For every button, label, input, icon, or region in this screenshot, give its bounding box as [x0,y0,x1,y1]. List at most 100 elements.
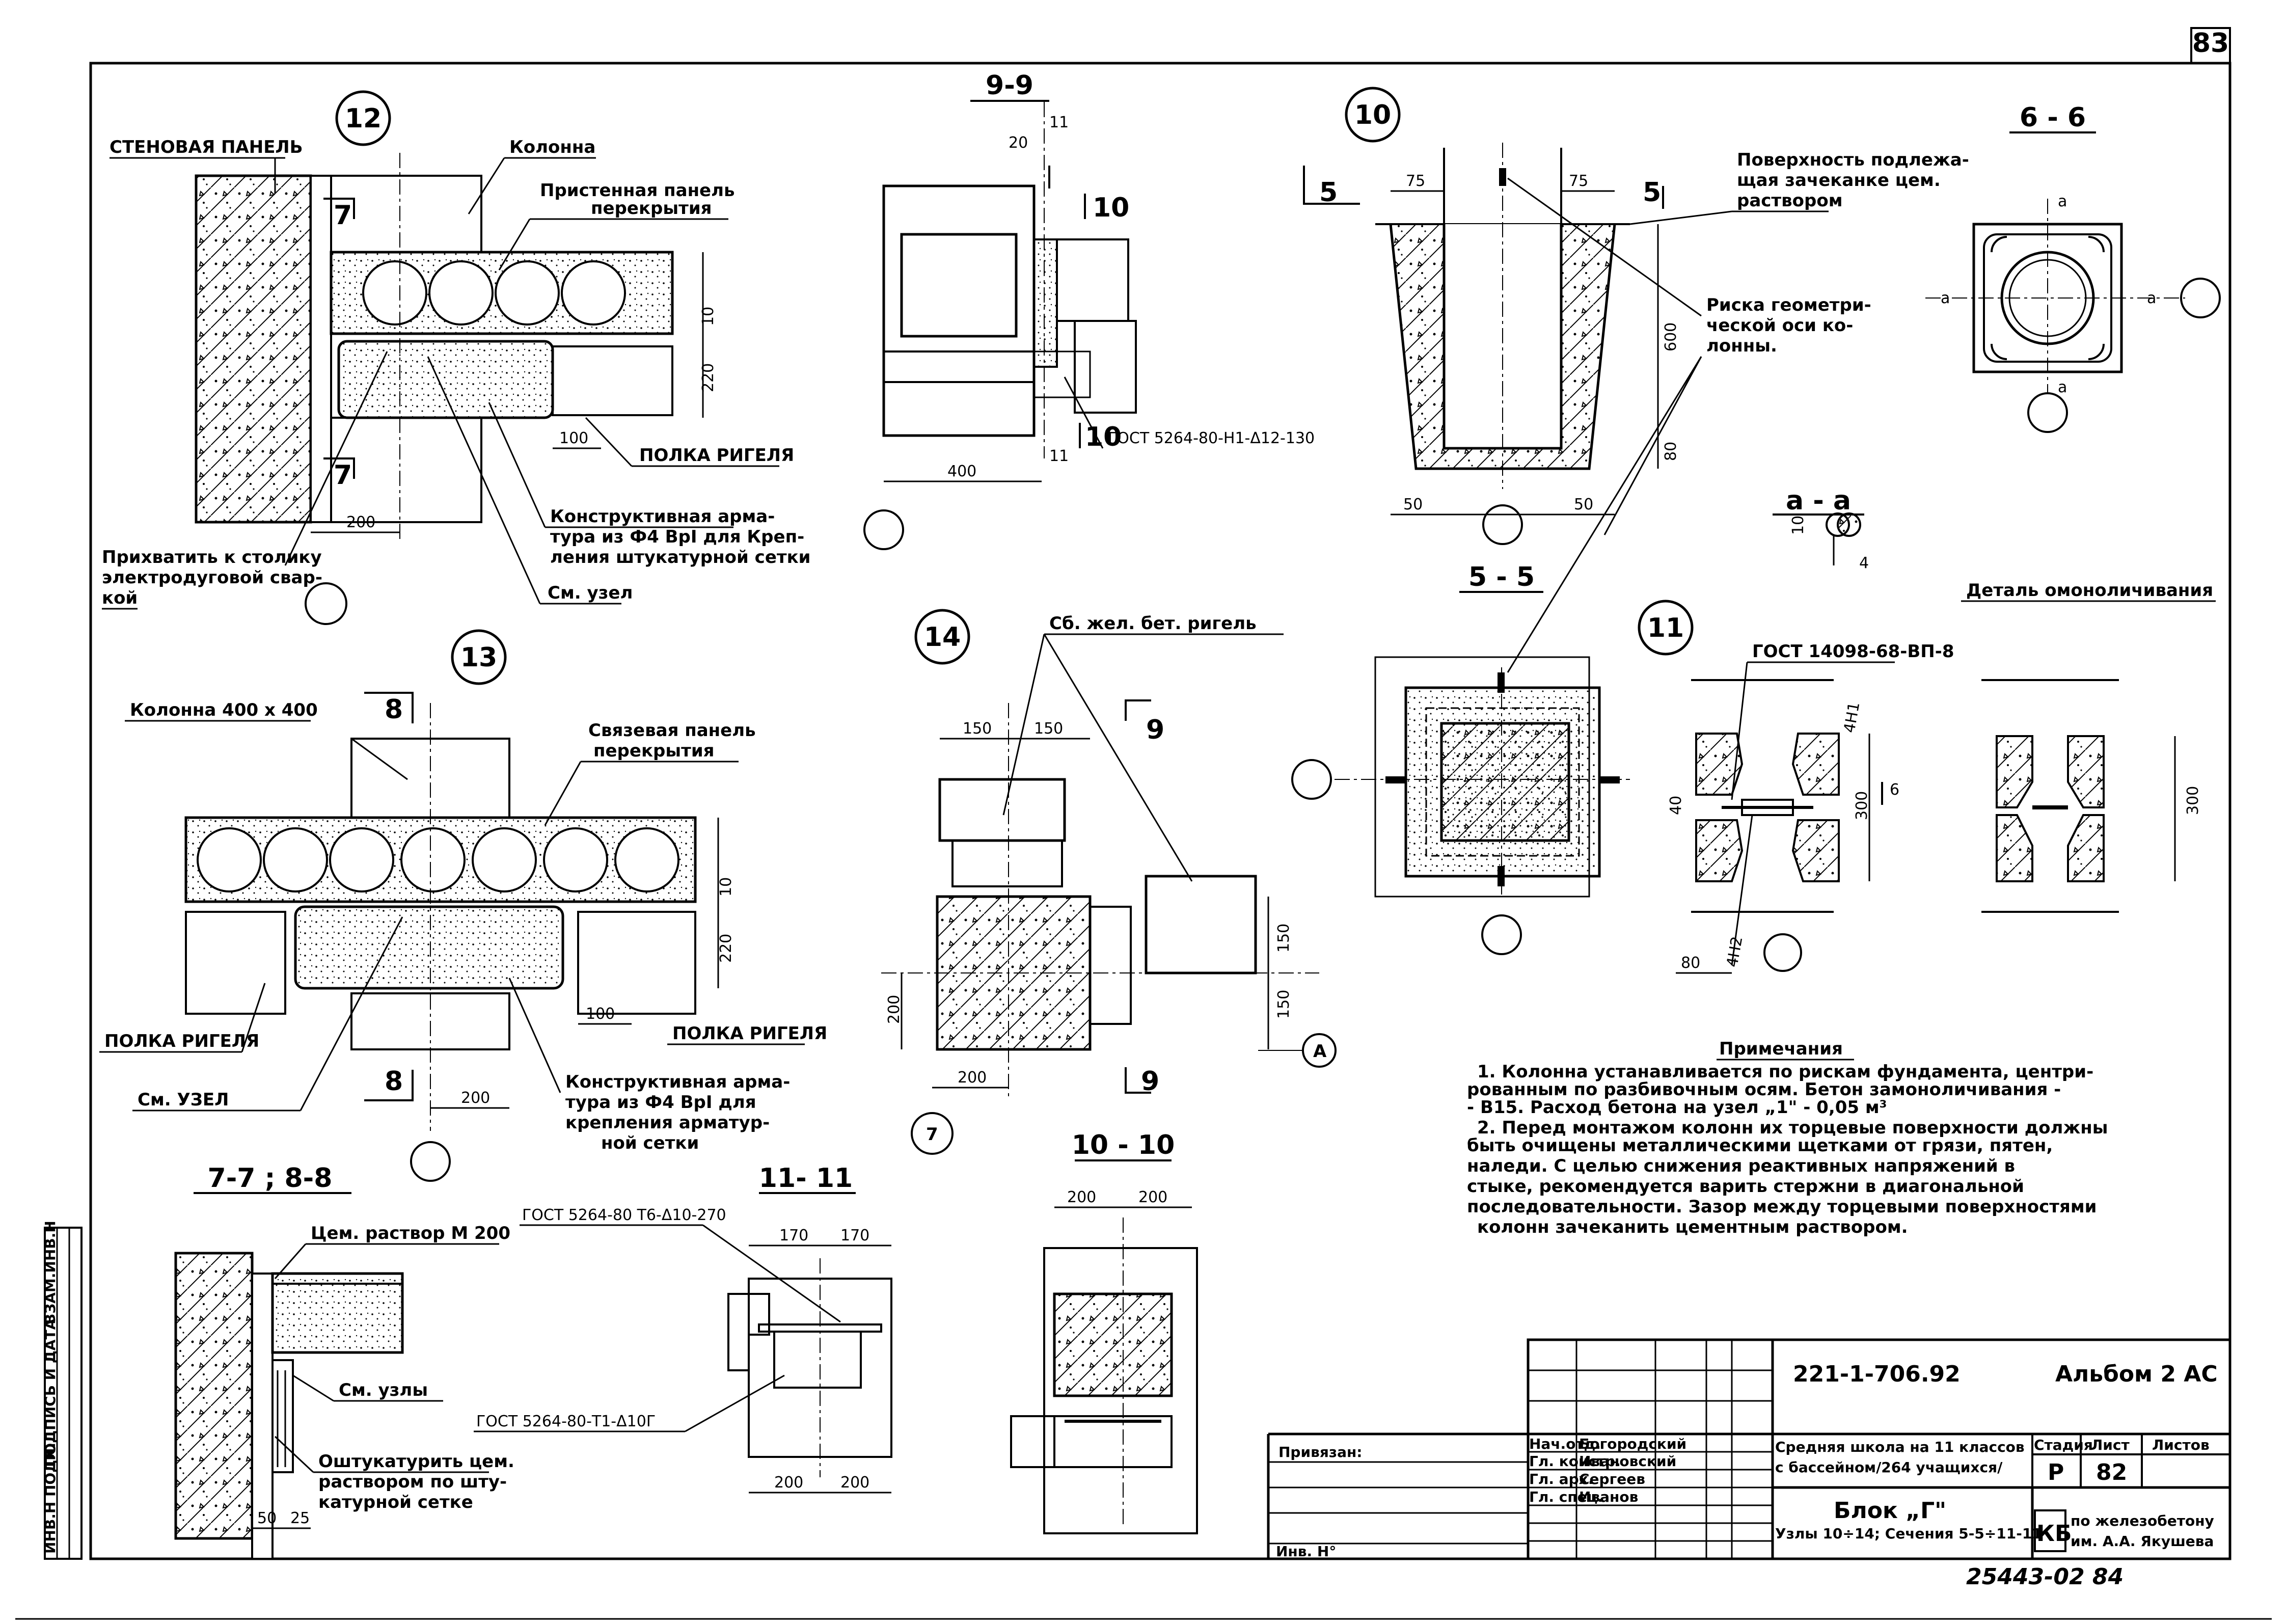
svg-text:а - а: а - а [1786,485,1851,516]
corner-number: 83 [2192,28,2229,59]
section-9-9: 9-9 20 11 10 10 ГОСТ 5264-80-Н1-Δ12-130 … [863,70,1315,550]
svg-text:раствором: раствором [1737,191,1843,211]
svg-text:5: 5 [1319,177,1338,208]
svg-text:7-7 ; 8-8: 7-7 ; 8-8 [208,1163,333,1194]
corner-box [2190,27,2231,64]
svg-text:тура из Ф4 ВрI для Креп-: тура из Ф4 ВрI для Креп- [550,527,804,547]
svg-text:7: 7 [334,200,352,231]
svg-text:с бассейном/264 учащихся/: с бассейном/264 учащихся/ [1775,1459,2003,1476]
svg-text:220: 220 [717,934,735,963]
svg-text:рованным по разбивочным осям.: рованным по разбивочным осям. Бетон замо… [1467,1079,2061,1100]
svg-text:200: 200 [1138,1188,1167,1206]
svg-text:а: а [2058,193,2067,210]
node-12-marker [335,90,391,146]
svg-text:Сергеев: Сергеев [1579,1471,1645,1487]
wall-panel-label: СТЕНОВАЯ ПАНЕЛЬ [110,137,303,157]
svg-text:221-1-706.92: 221-1-706.92 [1793,1361,1961,1387]
svg-text:Конструктивная арма-: Конструктивная арма- [565,1072,790,1092]
svg-text:6 - 6: 6 - 6 [2020,102,2086,133]
svg-text:ГОСТ 5264-80-Т1-Δ10Г: ГОСТ 5264-80-Т1-Δ10Г [476,1413,656,1430]
svg-text:40: 40 [1667,796,1685,815]
svg-text:50: 50 [1574,496,1593,513]
svg-text:Колонна 400 х 400: Колонна 400 х 400 [130,700,318,720]
section-6-6: 6 - 6 а а а а [1925,102,2221,433]
svg-text:11: 11 [1049,447,1069,465]
svg-text:ВЗАМ.ИНВ.Н: ВЗАМ.ИНВ.Н [42,1221,59,1324]
svg-text:ГОСТ 5264-80-Н1-Δ12-130: ГОСТ 5264-80-Н1-Δ12-130 [1108,429,1315,447]
section-5-5: 5 - 5 [1291,562,1630,955]
svg-text:по железобетону: по железобетону [2071,1512,2214,1529]
svg-text:им. А.А. Якушева: им. А.А. Якушева [2071,1533,2214,1550]
svg-text:тура из Ф4 ВрI для: тура из Ф4 ВрI для [565,1092,756,1113]
svg-text:Альбом 2 АС: Альбом 2 АС [2055,1361,2218,1387]
section-7-7-8-8: 7-7 ; 8-8 Цем. раствор М 200 См. узлы Ош… [174,1163,514,1560]
svg-text:1. Колонна устанавливается по: 1. Колонна устанавливается по рискам фун… [1477,1062,2093,1082]
svg-text:См. УЗЕЛ: См. УЗЕЛ [138,1090,229,1110]
svg-text:200: 200 [1067,1188,1096,1206]
svg-text:4: 4 [1859,554,1869,572]
svg-text:14: 14 [924,622,961,653]
svg-text:12: 12 [345,103,382,134]
node-12: 12 7 7 СТЕНОВАЯ ПАНЕЛЬ Колонна Пристенна… [102,90,810,625]
svg-text:КБ: КБ [2036,1521,2072,1547]
svg-text:150: 150 [1275,924,1293,953]
svg-text:ПОЛКА РИГЕЛЯ: ПОЛКА РИГЕЛЯ [672,1023,827,1044]
svg-text:Риска геометри-: Риска геометри- [1706,295,1871,315]
svg-text:10: 10 [717,877,735,897]
svg-text:а: а [1941,289,1950,307]
svg-text:10: 10 [1789,516,1807,535]
svg-text:кой: кой [102,588,138,608]
svg-text:8: 8 [385,694,403,725]
svg-text:20: 20 [1009,134,1028,152]
svg-text:Богородский: Богородский [1579,1436,1686,1452]
notes-block: Примечания 1. Колонна устанавливается по… [1467,1039,2108,1237]
svg-text:170: 170 [779,1227,808,1244]
svg-text:200: 200 [774,1474,803,1492]
svg-text:200: 200 [346,513,375,531]
section-11-11: 11- 11 ГОСТ 5264-80 Т6-Δ10-270 170 170 Г… [474,1163,892,1494]
svg-text:200: 200 [958,1069,987,1087]
node-13: 13 Колонна 400 х 400 8 Связевая панель п… [99,629,827,1182]
svg-text:220: 220 [699,363,717,392]
svg-text:а: а [2147,289,2156,307]
svg-text:Деталь омоноличивания: Деталь омоноличивания [1966,580,2213,601]
svg-text:Оштукатурить цем.: Оштукатурить цем. [318,1451,514,1472]
svg-text:300: 300 [1853,791,1871,820]
detail-omonolichivaniya: Деталь омоноличивания 300 [1961,580,2216,913]
svg-text:ческой оси ко-: ческой оси ко- [1706,315,1853,336]
svg-text:9-9: 9-9 [986,70,1033,101]
svg-text:50: 50 [1403,496,1423,513]
svg-text:- В15. Расход бетона на узе: - В15. Расход бетона на узел „1" - 0,05 … [1467,1097,1887,1118]
svg-text:наледи. С целью снижения реа: наледи. С целью снижения реактивных напр… [1467,1156,2015,1176]
section-a-a: а - а 10 4 [1773,485,1869,572]
svg-text:крепления арматур-: крепления арматур- [565,1113,770,1133]
svg-text:11: 11 [1049,114,1069,131]
svg-text:ПОЛКА РИГЕЛЯ: ПОЛКА РИГЕЛЯ [639,445,794,466]
svg-text:электродуговой свар-: электродуговой свар- [102,567,322,588]
svg-text:600: 600 [1662,322,1680,351]
svg-text:82: 82 [2096,1459,2127,1485]
svg-text:ления штукатурной сетки: ления штукатурной сетки [550,547,810,567]
svg-text:10: 10 [1354,100,1391,130]
sidebar-stamp: ИНВ.Н ПОДЛ. ПОДПИСЬ И ДАТА ВЗАМ.ИНВ.Н [42,1221,83,1560]
svg-text:последовательности. Зазор меж: последовательности. Зазор между торцевым… [1467,1197,2097,1217]
svg-text:Инв. Н°: Инв. Н° [1276,1543,1336,1560]
svg-text:150: 150 [1275,990,1293,1019]
svg-text:ГОСТ 5264-80 Т6-Δ10-270: ГОСТ 5264-80 Т6-Δ10-270 [522,1206,726,1224]
svg-text:13: 13 [460,642,497,673]
svg-text:10 - 10: 10 - 10 [1072,1130,1175,1160]
svg-text:а: а [2058,378,2067,396]
svg-text:2. Перед монтажом колонн их то: 2. Перед монтажом колонн их торцевые пов… [1477,1118,2108,1138]
svg-text:300: 300 [2184,786,2202,815]
svg-text:Нач.отд.: Нач.отд. [1529,1436,1601,1452]
svg-text:Листов: Листов [2152,1437,2210,1453]
svg-text:50: 50 [257,1509,277,1527]
svg-text:100: 100 [559,429,588,447]
svg-text:5: 5 [1643,177,1661,208]
svg-text:100: 100 [586,1005,615,1023]
svg-text:7: 7 [926,1124,938,1145]
svg-text:ИНВ.Н ПОДЛ.: ИНВ.Н ПОДЛ. [42,1443,59,1554]
column-label: Колонна [509,137,595,157]
svg-text:ПОЛКА РИГЕЛЯ: ПОЛКА РИГЕЛЯ [104,1031,259,1051]
